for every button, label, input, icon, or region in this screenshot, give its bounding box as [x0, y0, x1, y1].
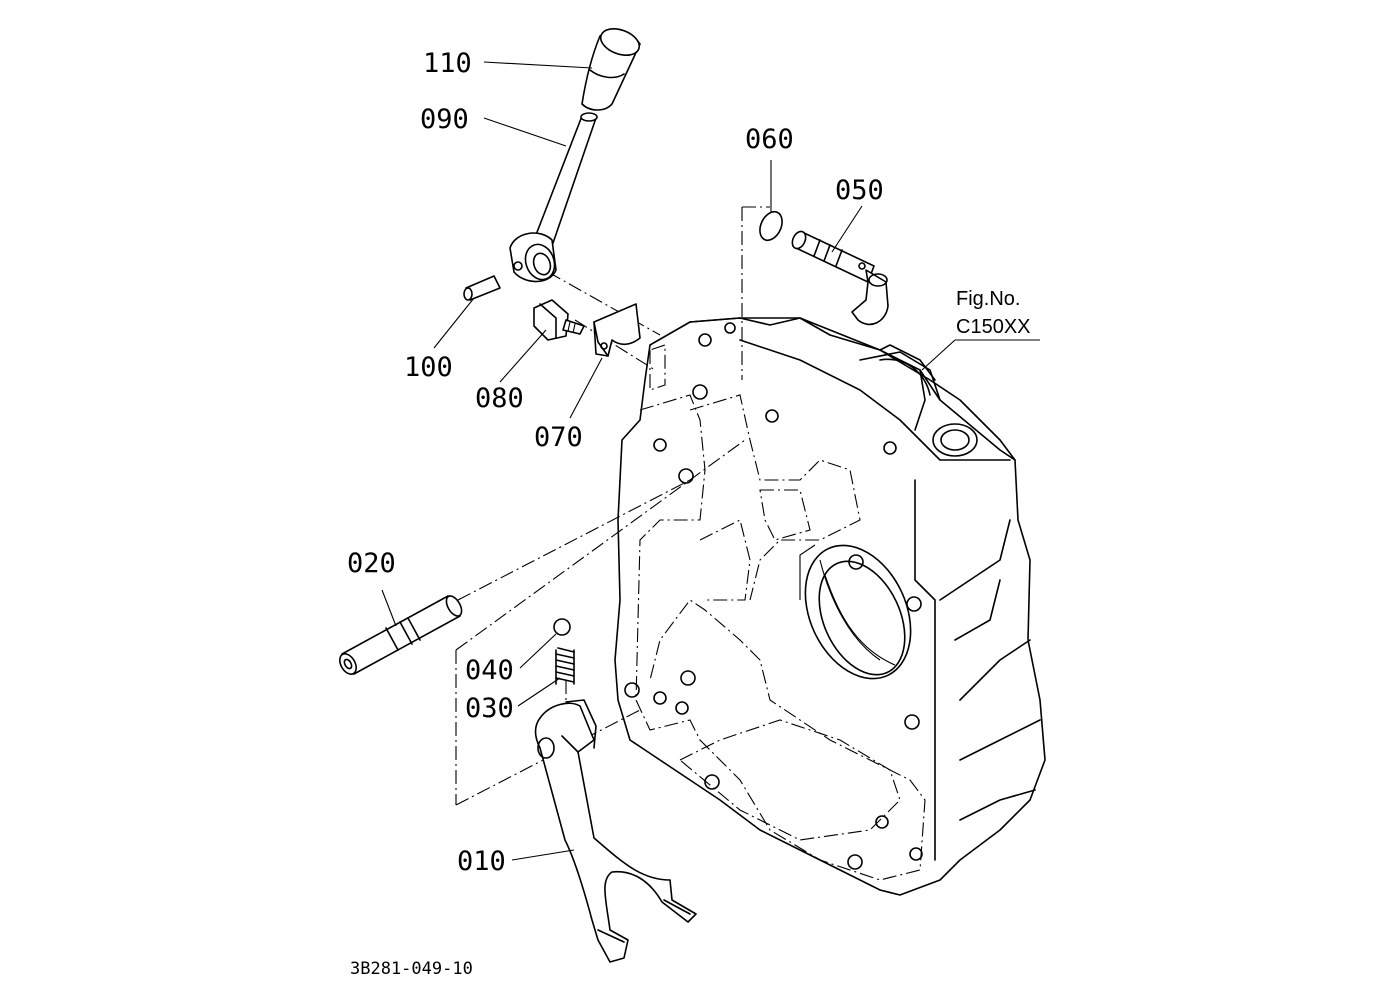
label-080: 080: [475, 383, 524, 414]
part-080-bolt: [533, 299, 585, 341]
part-020-shifter-rod: [339, 595, 463, 675]
label-030: 030: [465, 693, 514, 724]
transmission-housing: [614, 317, 1046, 896]
assembly-lines: [455, 206, 770, 806]
label-060: 060: [745, 124, 794, 155]
figure-ref-line1: Fig.No.: [956, 288, 1020, 310]
part-090-lever: [509, 112, 598, 283]
label-020: 020: [347, 548, 396, 579]
label-100: 100: [404, 352, 453, 383]
label-090: 090: [420, 104, 469, 135]
part-number-labels: 110 090 060 050 100 080 070 020 040 030 …: [347, 48, 1031, 979]
leader-lines: [381, 61, 1040, 861]
label-050: 050: [835, 175, 884, 206]
part-100-pin: [463, 275, 501, 301]
part-050-shaft: [791, 230, 889, 326]
label-040: 040: [465, 655, 514, 686]
drawing-code: 3B281-049-10: [350, 959, 473, 979]
part-070-plate: [593, 303, 641, 357]
part-060-o-ring: [759, 210, 783, 242]
figure-ref-line2: C150XX: [956, 316, 1031, 338]
label-010: 010: [457, 846, 506, 877]
part-030-spring: [555, 647, 575, 685]
part-040-ball: [553, 618, 571, 636]
label-110: 110: [423, 48, 472, 79]
part-110-knob: [581, 28, 641, 111]
label-070: 070: [534, 422, 583, 453]
part-010-shift-fork: [534, 699, 697, 963]
